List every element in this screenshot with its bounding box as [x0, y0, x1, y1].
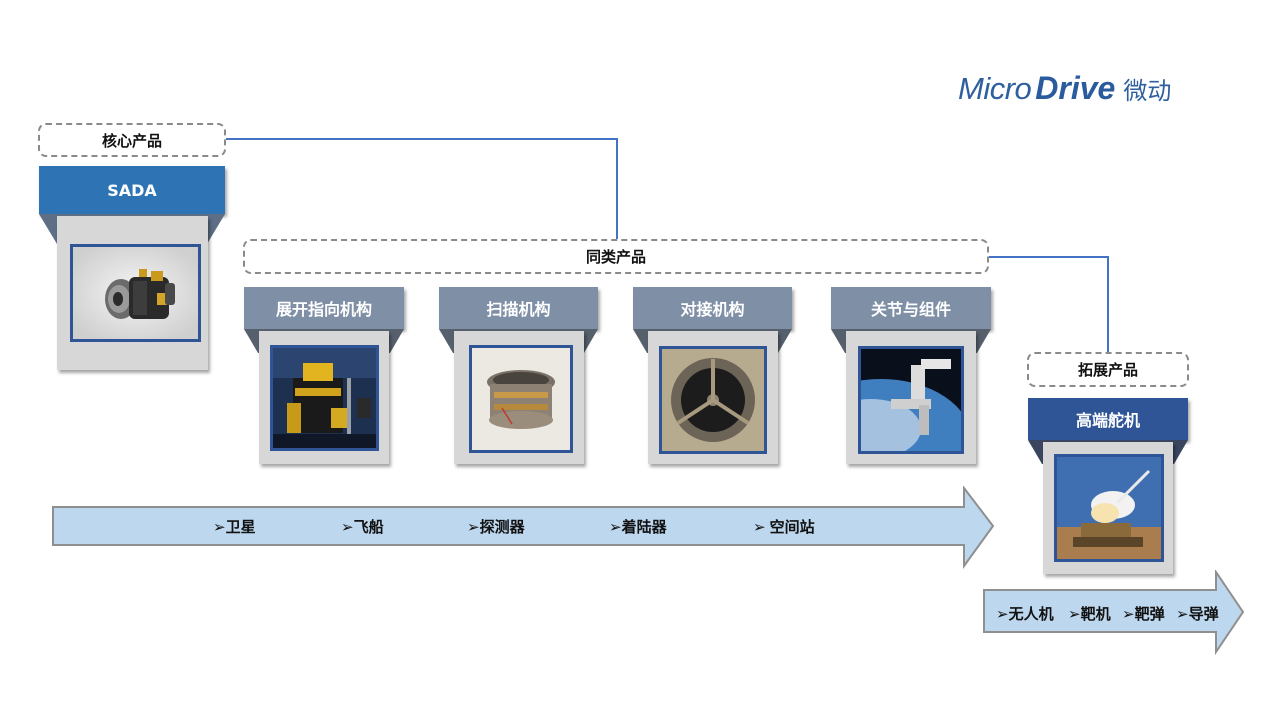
bullet-arrow-icon: ➢ — [996, 605, 1009, 623]
logo-drive-text: Drive — [1035, 70, 1116, 106]
connector-line — [988, 256, 1109, 258]
product-header-scanning: 扫描机构 — [439, 287, 598, 329]
bullet-arrow-icon: ➢ — [467, 518, 480, 536]
bullet-arrow-icon: ➢ — [341, 518, 354, 536]
timeline-item: ➢空间站 — [753, 516, 815, 537]
timeline-item-label: 探测器 — [479, 518, 525, 536]
timeline-item-label: 靶机 — [1080, 605, 1111, 623]
arrow-shape — [983, 568, 1245, 656]
core-product-label: 核心产品 — [38, 123, 226, 157]
timeline-item-label: 飞船 — [353, 518, 384, 536]
microdrive-logo: Micro Drive 微动 — [958, 70, 1171, 110]
similar-product-label: 同类产品 — [243, 239, 989, 274]
scanning-mechanism-icon — [472, 348, 570, 450]
product-header-docking: 对接机构 — [633, 287, 792, 329]
bullet-arrow-icon: ➢ — [1068, 605, 1081, 623]
sada-header: SADA — [39, 166, 225, 214]
arrow-shape — [52, 485, 995, 570]
timeline-item: ➢靶机 — [1068, 603, 1111, 624]
timeline-item: ➢卫星 — [213, 516, 256, 537]
product-image-scanning — [469, 345, 573, 453]
sada-mechanism-icon — [73, 247, 198, 339]
timeline-arrow-main — [52, 485, 996, 574]
robotic-arm-icon — [861, 349, 961, 451]
product-header-deployment-pointing: 展开指向机构 — [244, 287, 404, 329]
product-image-deployment-pointing — [270, 345, 379, 451]
connector-line — [225, 138, 618, 140]
sada-image — [70, 244, 201, 342]
product-image-joints — [858, 346, 964, 454]
bullet-arrow-icon: ➢ — [1122, 605, 1135, 623]
timeline-item: ➢飞船 — [341, 516, 384, 537]
satellite-deployment-icon — [273, 348, 376, 448]
connector-line — [616, 138, 618, 242]
timeline-item: ➢探测器 — [467, 516, 525, 537]
bullet-arrow-icon: ➢ — [213, 518, 226, 536]
connector-line — [1107, 256, 1109, 353]
product-image-docking — [659, 346, 767, 454]
logo-chinese-text: 微动 — [1123, 77, 1172, 105]
bullet-arrow-icon: ➢ — [1176, 605, 1189, 623]
timeline-item-label: 着陆器 — [621, 518, 667, 536]
bullet-arrow-icon: ➢ — [753, 518, 766, 536]
product-header-joints: 关节与组件 — [831, 287, 991, 329]
servo-image — [1054, 454, 1164, 562]
docking-mechanism-icon — [662, 349, 764, 451]
timeline-item: ➢靶弹 — [1122, 603, 1165, 624]
timeline-item: ➢无人机 — [996, 603, 1054, 624]
timeline-arrow-extended — [983, 568, 1246, 660]
missile-launch-icon — [1057, 457, 1161, 559]
timeline-item: ➢导弹 — [1176, 603, 1219, 624]
extended-product-label: 拓展产品 — [1027, 352, 1189, 387]
logo-micro-text: Micro — [958, 71, 1032, 106]
timeline-item-label: 靶弹 — [1134, 605, 1165, 623]
timeline-item: ➢着陆器 — [609, 516, 667, 537]
timeline-item-label: 无人机 — [1008, 605, 1054, 623]
timeline-item-label: 空间站 — [769, 518, 815, 536]
servo-header: 高端舵机 — [1028, 398, 1188, 440]
bullet-arrow-icon: ➢ — [609, 518, 622, 536]
timeline-item-label: 导弹 — [1188, 605, 1219, 623]
timeline-item-label: 卫星 — [225, 518, 256, 536]
